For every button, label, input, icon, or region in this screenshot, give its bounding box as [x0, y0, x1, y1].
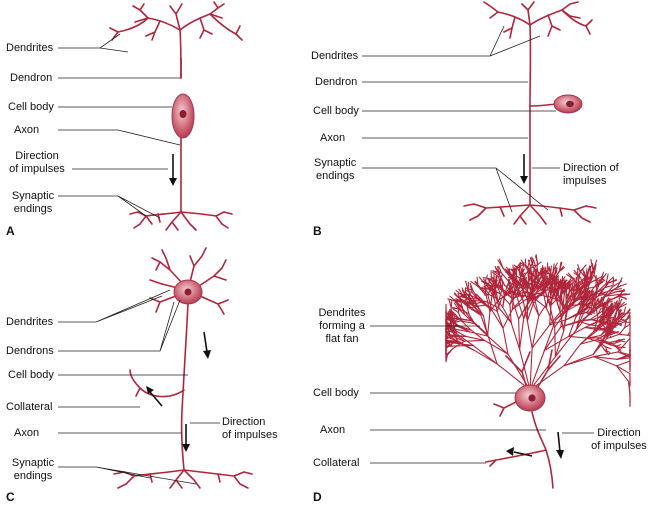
leader-lines-b — [362, 25, 560, 213]
label-b-dendron: Dendron — [315, 76, 358, 88]
label-c-collateral: Collateral — [6, 401, 53, 413]
neuron-a — [109, 1, 243, 231]
label-d-dendrites-line1: Dendrites — [318, 307, 366, 319]
label-c-cell-body: Cell body — [8, 369, 54, 381]
neuron-d — [485, 349, 561, 489]
dendritic-fan-d — [445, 254, 631, 408]
label-d-dendrites-line3: flat fan — [325, 333, 359, 345]
label-b-synaptic-line1: Synaptic — [314, 157, 357, 169]
label-c-direction-line1: Direction — [222, 416, 266, 428]
label-d-direction-line2: of impulses — [591, 440, 647, 452]
nucleus-d — [528, 394, 536, 402]
leader-lines-c — [58, 289, 220, 485]
panel-letter-c: C — [6, 490, 15, 504]
nucleus-c — [184, 288, 192, 296]
neuron-b — [463, 1, 597, 225]
label-c-dendrons: Dendrons — [6, 345, 54, 357]
panel-letter-d: D — [313, 490, 322, 504]
label-a-direction-line1: Direction — [15, 150, 59, 162]
label-a-synaptic-line1: Synaptic — [11, 190, 55, 202]
label-d-dendrites-line2: forming a — [319, 320, 365, 332]
label-d-direction-line1: Direction — [597, 427, 641, 439]
label-a-dendrites: Dendrites — [6, 42, 54, 54]
leader-lines-a — [58, 33, 181, 219]
direction-arrows-c — [146, 331, 211, 452]
label-c-synaptic-line2: endings — [13, 470, 53, 482]
label-b-dendrites: Dendrites — [311, 50, 359, 62]
direction-arrows-d — [506, 431, 564, 459]
label-b-direction-line2: impulses — [563, 175, 607, 187]
direction-arrow-b — [520, 154, 528, 184]
leader-lines-d — [370, 325, 594, 464]
label-a-direction-line2: of impulses — [9, 163, 65, 175]
direction-arrow-a — [169, 154, 177, 186]
label-a-synaptic-line2: endings — [13, 203, 53, 215]
nucleus-a — [179, 110, 187, 118]
label-d-cell-body: Cell body — [313, 387, 359, 399]
label-a-axon: Axon — [14, 124, 40, 136]
label-d-axon: Axon — [320, 424, 346, 436]
label-c-dendrites: Dendrites — [6, 316, 54, 328]
label-c-synaptic-line1: Synaptic — [11, 457, 55, 469]
label-b-synaptic-line2: endings — [316, 170, 355, 182]
label-d-collateral: Collateral — [313, 457, 360, 469]
label-a-cell-body: Cell body — [8, 101, 54, 113]
label-a-dendron: Dendron — [10, 72, 53, 84]
label-b-direction-line1: Direction of — [563, 162, 619, 174]
label-c-axon: Axon — [14, 427, 40, 439]
nucleus-b — [566, 100, 574, 108]
panel-letter-b: B — [313, 224, 322, 238]
label-b-cell-body: Cell body — [313, 105, 359, 117]
label-c-direction-line2: of impulses — [222, 429, 278, 441]
label-b-axon: Axon — [320, 132, 346, 144]
panel-letter-a: A — [6, 224, 15, 238]
